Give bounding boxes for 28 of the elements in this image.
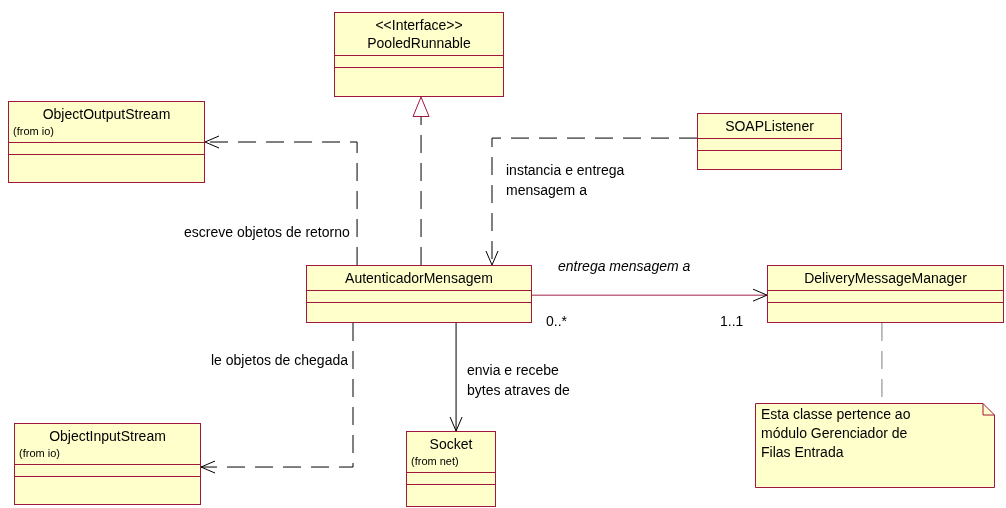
class-box (406, 431, 496, 507)
class-name: ObjectInputStream (49, 427, 166, 445)
stereotype-label: <<Interface>> (375, 16, 463, 34)
class-box (767, 265, 1004, 323)
class-box (697, 113, 842, 170)
class-name: AutenticadorMensagem (345, 269, 493, 287)
multiplicity-label: 1..1 (720, 312, 744, 330)
class-box (306, 265, 532, 323)
note (755, 403, 995, 488)
multiplicity-label: 0..* (546, 312, 567, 330)
class-name: PooledRunnable (367, 34, 471, 52)
dashed-arrow (200, 322, 354, 474)
class-name: DeliveryMessageManager (804, 269, 967, 287)
class-name: Socket (429, 435, 473, 453)
dashed-arrow (204, 135, 358, 266)
arrow (531, 288, 768, 302)
class-box (334, 12, 504, 97)
package-note: (from net) (411, 454, 459, 469)
dashed-arrow (412, 96, 430, 266)
arrow (449, 322, 463, 432)
class-box (14, 423, 201, 505)
class-name: SOAPListener (725, 117, 814, 135)
class-name: ObjectOutputStream (42, 105, 171, 123)
dashed-arrow (485, 137, 698, 266)
package-note: (from io) (13, 124, 54, 139)
note-text: Esta classe pertence ao módulo Gerenciador de Filas Entrada (761, 405, 912, 462)
package-note: (from io) (19, 446, 60, 461)
class-box (8, 101, 205, 183)
